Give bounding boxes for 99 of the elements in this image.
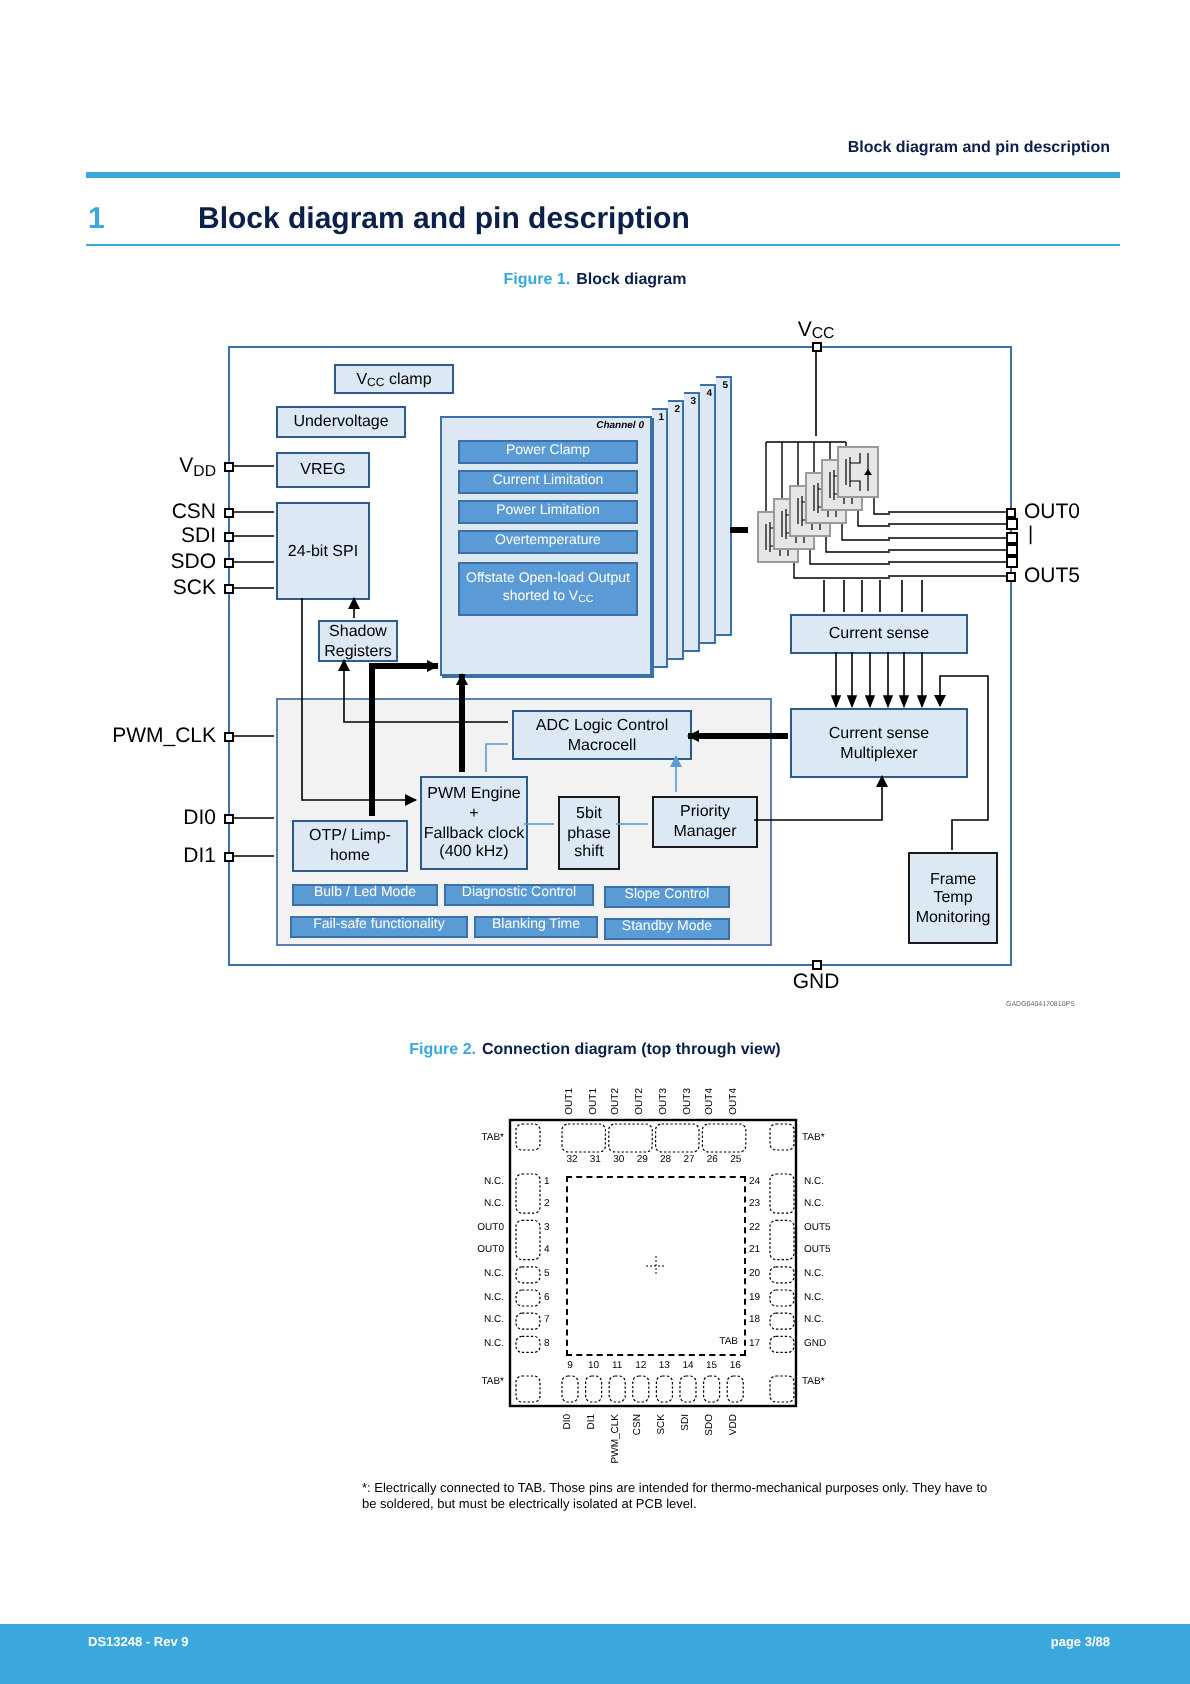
connector-arrow xyxy=(456,673,468,772)
figure-number: Figure 1. xyxy=(503,268,571,292)
connector-arrow xyxy=(831,651,928,707)
pin-label: OUT0 xyxy=(1024,501,1081,523)
connector-arrow xyxy=(753,775,888,821)
block-label: Priority Manager xyxy=(671,802,739,842)
block-label: Shadow Registers xyxy=(322,621,394,661)
pin-label: SDI xyxy=(180,525,216,547)
block-label: Undervoltage xyxy=(293,412,389,432)
block-label: VREG xyxy=(300,460,346,480)
function-block xyxy=(604,918,730,940)
pin-label: DI1 xyxy=(183,845,216,867)
pin-terminal xyxy=(1006,544,1018,556)
connector-line xyxy=(823,579,923,613)
block-label: ADC Logic Control Macrocell xyxy=(533,715,671,755)
pin-label: PWM_CLK xyxy=(112,725,216,747)
header-title: Block diagram and pin description xyxy=(845,136,1110,160)
function-block xyxy=(604,886,730,908)
pin-label: CSN xyxy=(171,501,216,523)
pin-label: V$_{DD}$ xyxy=(179,455,216,477)
function-block xyxy=(292,884,438,906)
connector-line xyxy=(233,535,275,537)
connector-arrow xyxy=(348,597,360,619)
block-box xyxy=(292,820,408,872)
block-box xyxy=(276,502,370,600)
section-number: 1 xyxy=(88,200,105,240)
block-label: + xyxy=(469,803,479,823)
block-label: V$_{CC}$ clamp xyxy=(356,369,432,389)
block-label: Current sense xyxy=(828,624,930,644)
chip-outline xyxy=(228,346,1012,966)
channel-card-edge xyxy=(668,400,684,660)
pin-label: SDO xyxy=(170,551,216,573)
pin-range-mark: | xyxy=(1028,526,1034,546)
channel-card-edge xyxy=(716,376,732,636)
block-label: PWM Engine xyxy=(427,784,521,804)
channel-card-edge xyxy=(700,384,716,644)
figure-caption: Block diagram xyxy=(576,268,687,292)
logic-panel xyxy=(276,698,772,946)
connector-line xyxy=(887,511,1007,513)
block-box xyxy=(334,364,454,394)
function-block xyxy=(458,500,638,524)
function-block xyxy=(458,470,638,494)
block-label: OTP/ Limp-home xyxy=(307,826,393,866)
connector-line xyxy=(485,743,509,773)
connector-arrow xyxy=(369,660,439,816)
connector-line xyxy=(233,511,275,513)
block-box xyxy=(420,776,528,870)
connector-line xyxy=(233,817,275,819)
function-block xyxy=(458,440,638,464)
block-box xyxy=(276,406,406,438)
connector-line xyxy=(233,587,275,589)
block-box xyxy=(276,452,370,488)
function-block xyxy=(474,916,598,938)
connector-line xyxy=(730,527,748,533)
connector-arrow xyxy=(934,675,989,851)
connector-line xyxy=(233,735,275,737)
block-box xyxy=(790,708,968,778)
pin-label: GND xyxy=(792,972,840,993)
connector-arrow xyxy=(687,730,788,742)
connector-arrow xyxy=(301,597,417,806)
section-title: Block diagram and pin description xyxy=(198,200,690,240)
connector-line xyxy=(815,351,817,437)
block-box xyxy=(908,852,998,944)
pin-label: OUT5 xyxy=(1024,565,1081,587)
connector-arrow xyxy=(338,659,509,723)
pin-label: DI0 xyxy=(183,807,216,829)
channel-card xyxy=(440,416,652,676)
block-label: 24-bit SPI xyxy=(287,541,359,561)
block-box xyxy=(512,710,692,760)
connector-line xyxy=(615,823,649,825)
connector-line xyxy=(233,465,275,467)
pin-terminal xyxy=(1006,532,1018,544)
exposed-pad xyxy=(566,1176,746,1356)
connector-line xyxy=(887,523,1007,525)
connector-line xyxy=(523,823,555,825)
channel-card-edge xyxy=(684,392,700,652)
function-block xyxy=(290,916,468,938)
block-box xyxy=(652,796,758,848)
figure-caption: Connection diagram (top through view) xyxy=(482,1038,781,1062)
block-label: Frame Temp Monitoring xyxy=(913,869,993,927)
pin-terminal xyxy=(1006,518,1018,530)
block-label: Current sense Multiplexer xyxy=(826,723,932,763)
figure-number: Figure 2. xyxy=(409,1038,476,1062)
pin-label: SCK xyxy=(172,577,216,599)
pin-terminal xyxy=(1006,556,1018,568)
pin-label: V$_{CC}$ xyxy=(797,319,835,340)
connector-line xyxy=(233,855,275,857)
connector-line xyxy=(887,575,1007,577)
block-label: 5bit phase shift xyxy=(565,804,613,862)
connector-line xyxy=(887,561,1007,563)
function-block xyxy=(458,562,638,616)
function-block xyxy=(444,884,594,906)
connector-line xyxy=(887,537,1007,539)
block-box xyxy=(790,614,968,654)
function-block xyxy=(458,530,638,554)
connector-line xyxy=(887,549,1007,551)
connector-arrow xyxy=(670,755,682,793)
block-label: Fallback clock (400 kHz) xyxy=(422,823,526,862)
connector-line xyxy=(233,561,275,563)
